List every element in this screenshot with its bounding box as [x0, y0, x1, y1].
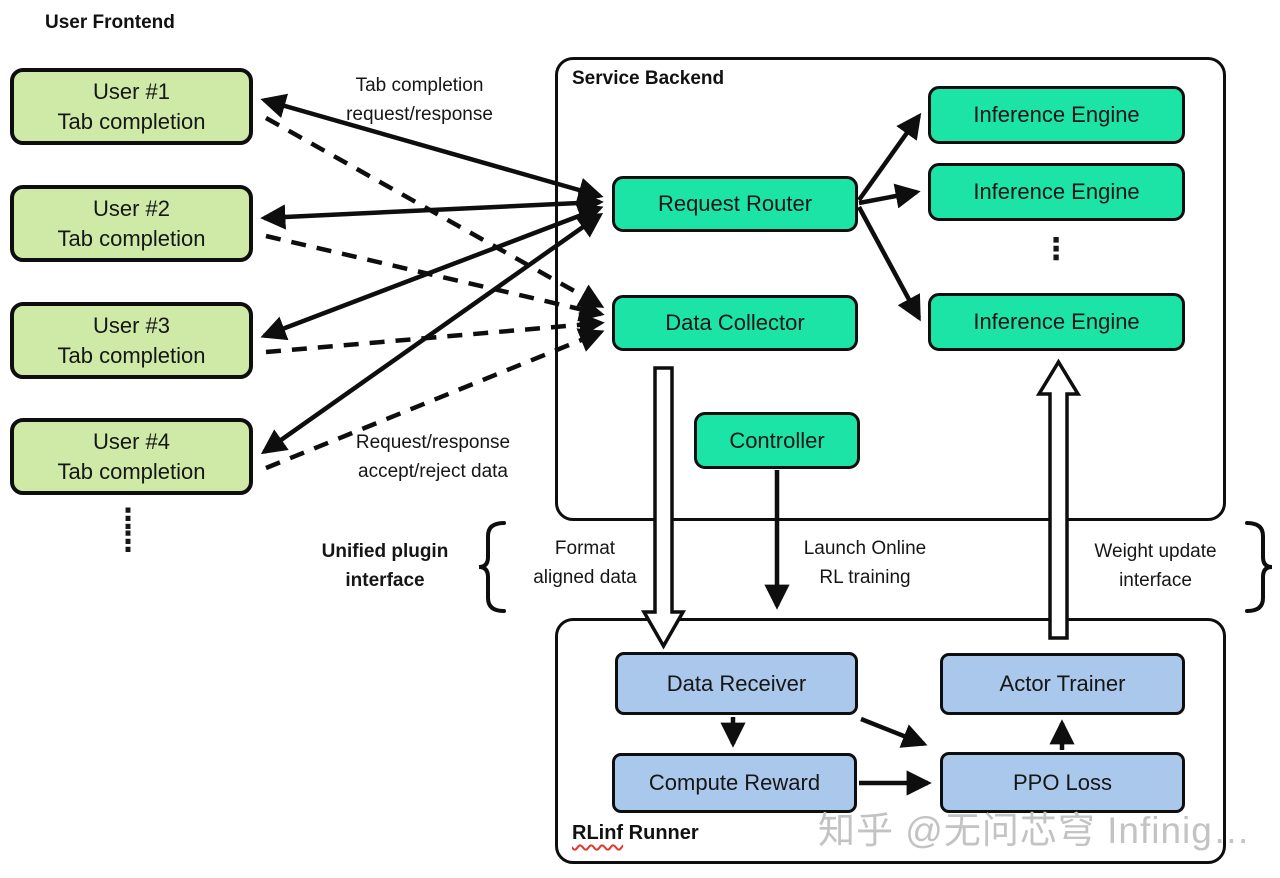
users-ellipsis: ⋮ ⋮ — [114, 503, 142, 557]
compute-reward-label: Compute Reward — [648, 770, 821, 796]
right-brace — [1245, 521, 1273, 613]
router-engine-arrows — [857, 112, 922, 322]
controller-box: Controller — [694, 412, 860, 469]
user-2-mode: Tab completion — [57, 225, 206, 251]
controller-label: Controller — [729, 427, 825, 453]
compute-reward-box: Compute Reward — [612, 753, 857, 813]
inference-engine-1-label: Inference Engine — [973, 102, 1140, 128]
user-3-box: User #3 Tab completion — [10, 302, 253, 379]
inference-engine-2-box: Inference Engine — [928, 163, 1185, 221]
service-backend-title: Service Backend — [572, 68, 725, 89]
user-4-name: User #4 — [92, 429, 171, 455]
request-router-label: Request Router — [657, 191, 813, 217]
user-2-name: User #2 — [92, 196, 171, 222]
format-aligned-label: Format aligned data — [533, 538, 637, 589]
weight-update-label: Weight update interface — [1094, 541, 1217, 592]
ppo-loss-box: PPO Loss — [940, 752, 1185, 813]
data-receiver-box: Data Receiver — [615, 652, 858, 715]
inference-engine-2-label: Inference Engine — [973, 179, 1140, 205]
format-data-hollow-arrow — [640, 366, 687, 650]
user-3-name: User #3 — [92, 313, 171, 339]
weight-update-hollow-arrow — [1035, 358, 1082, 640]
request-router-box: Request Router — [612, 176, 858, 232]
rlinf-internal-arrows — [720, 716, 1075, 796]
rlinf-word: RLinf — [572, 822, 624, 844]
watermark: 知乎 @无问芯穹 Infinig… — [818, 810, 1251, 851]
accept-reject-label: Request/response accept/reject data — [355, 432, 511, 483]
user-1-mode: Tab completion — [57, 108, 206, 134]
inference-engine-3-box: Inference Engine — [928, 293, 1185, 351]
user-4-box: User #4 Tab completion — [10, 418, 253, 495]
user-2-box: User #2 Tab completion — [10, 185, 253, 262]
data-collector-box: Data Collector — [612, 295, 858, 351]
user-frontend-title: User Frontend — [45, 12, 175, 33]
rlinf-runner-title: RLinf Runner — [572, 822, 699, 845]
inference-engine-3-label: Inference Engine — [973, 309, 1140, 335]
data-collector-label: Data Collector — [665, 310, 805, 336]
launch-rl-label: Launch Online RL training — [803, 538, 927, 589]
ppo-loss-label: PPO Loss — [1012, 769, 1113, 795]
user-1-name: User #1 — [92, 79, 171, 105]
runner-word: Runner — [628, 822, 699, 844]
actor-trainer-box: Actor Trainer — [940, 653, 1185, 715]
engines-ellipsis: ⋮ — [1041, 233, 1071, 266]
left-brace — [478, 521, 506, 613]
inference-engine-1-box: Inference Engine — [928, 86, 1185, 144]
user-4-mode: Tab completion — [57, 458, 206, 484]
unified-plugin-label: Unified plugin interface — [321, 541, 449, 592]
actor-trainer-label: Actor Trainer — [999, 671, 1126, 697]
user-1-box: User #1 Tab completion — [10, 68, 253, 145]
user-3-mode: Tab completion — [57, 342, 206, 368]
user-collector-arrows — [264, 116, 605, 471]
tab-completion-label: Tab completion request/response — [346, 75, 493, 126]
data-receiver-label: Data Receiver — [666, 670, 807, 696]
